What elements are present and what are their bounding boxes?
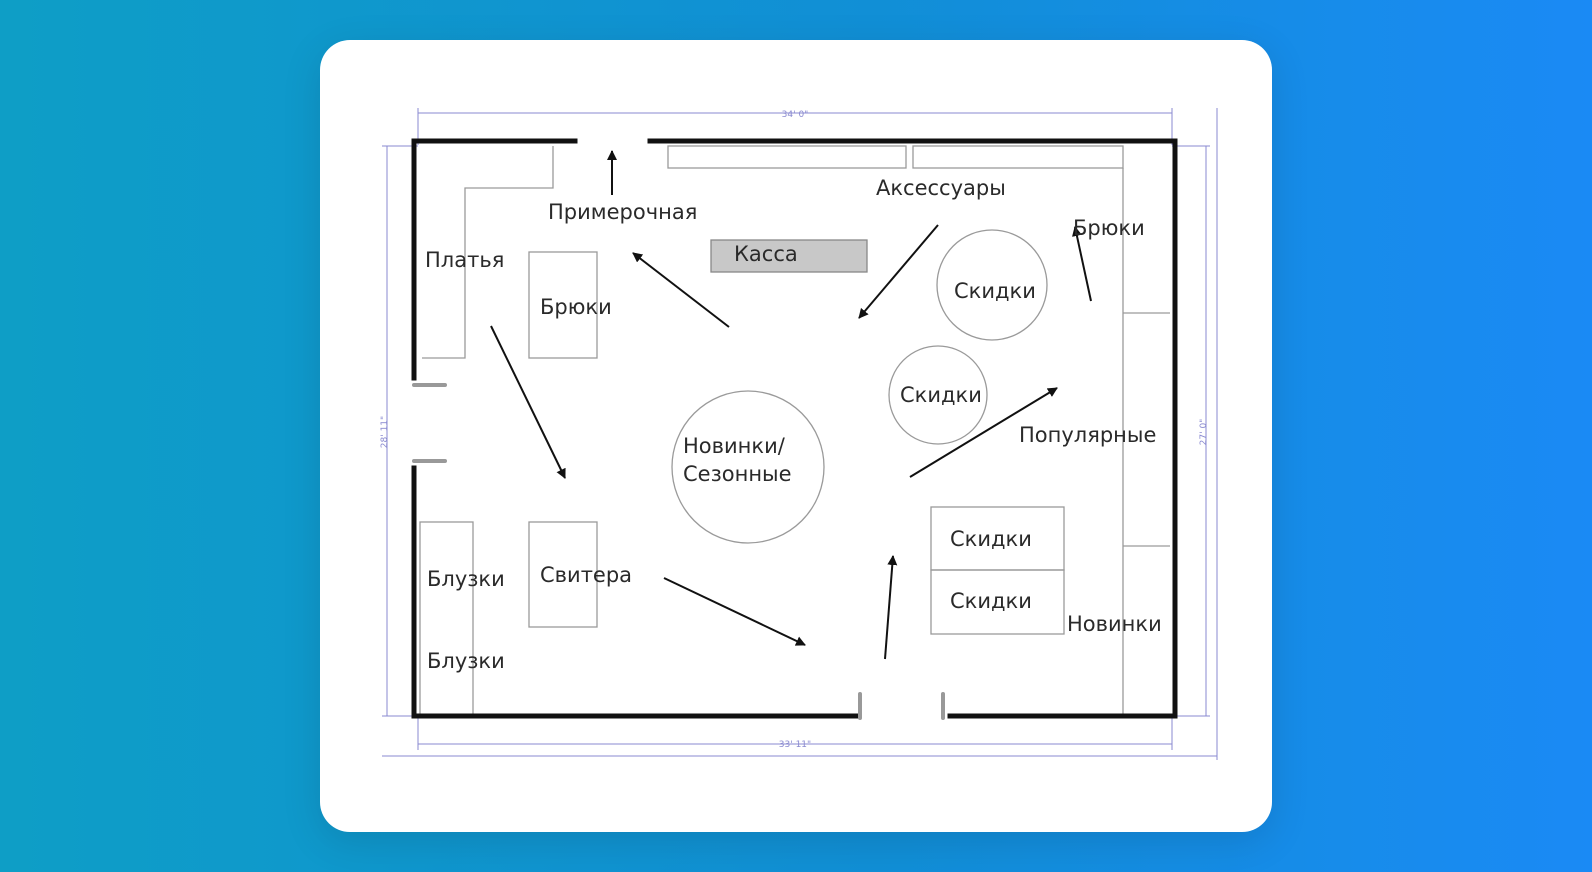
- discounts-rack-1: [936, 229, 1048, 341]
- label-discounts-box-2: Скидки: [950, 589, 1032, 613]
- label-pants-right: Брюки: [1073, 216, 1145, 240]
- dimension-bottom: 33' 11": [779, 740, 811, 750]
- label-discounts-box-1: Скидки: [950, 527, 1032, 551]
- label-blouses-1: Блузки: [427, 567, 505, 591]
- dimension-left: 28' 11": [380, 416, 390, 448]
- label-popular: Популярные: [1019, 423, 1156, 447]
- dimension-right: 27' 0": [1199, 419, 1209, 446]
- door-jambs: [412, 383, 945, 720]
- traffic-flow-arrows: [490, 150, 1092, 660]
- label-discounts-circle-2: Скидки: [900, 383, 982, 407]
- label-dresses: Платья: [425, 248, 504, 272]
- new-seasonal-rack: [671, 390, 825, 544]
- label-pants-left: Брюки: [540, 295, 612, 319]
- discounts-table-2: [930, 569, 1065, 635]
- arrow-center-to-fitting: [632, 252, 730, 328]
- floor-plan-card: [320, 40, 1272, 832]
- label-new-arrivals: Новинки: [1067, 612, 1162, 636]
- label-checkout: Касса: [734, 242, 798, 266]
- arrow-sweaters-to-entrance: [663, 577, 806, 646]
- arrow-to-popular: [909, 387, 1058, 478]
- discounts-rack-2: [888, 345, 988, 445]
- label-sweaters: Свитера: [540, 563, 632, 587]
- arrow-entrance-up: [884, 555, 898, 660]
- arrow-dresses-to-sweaters: [490, 325, 566, 479]
- arrow-accessories-to-center: [858, 224, 939, 319]
- dimension-lines: [382, 108, 1218, 760]
- arrow-to-right-pants: [1072, 226, 1092, 302]
- label-accessories: Аксессуары: [876, 176, 1006, 200]
- label-new-seasonal-1: Новинки/: [683, 434, 786, 458]
- checkout-counter: [710, 239, 868, 273]
- outer-walls: [411, 138, 1178, 719]
- label-new-seasonal-2: Сезонные: [683, 462, 792, 486]
- sweaters-display: [528, 521, 598, 628]
- pants-display: [528, 251, 598, 359]
- label-fitting-room: Примерочная: [548, 200, 697, 224]
- label-blouses-2: Блузки: [427, 649, 505, 673]
- dimension-top: 34' 0": [782, 110, 809, 120]
- label-discounts-circle-1: Скидки: [954, 279, 1036, 303]
